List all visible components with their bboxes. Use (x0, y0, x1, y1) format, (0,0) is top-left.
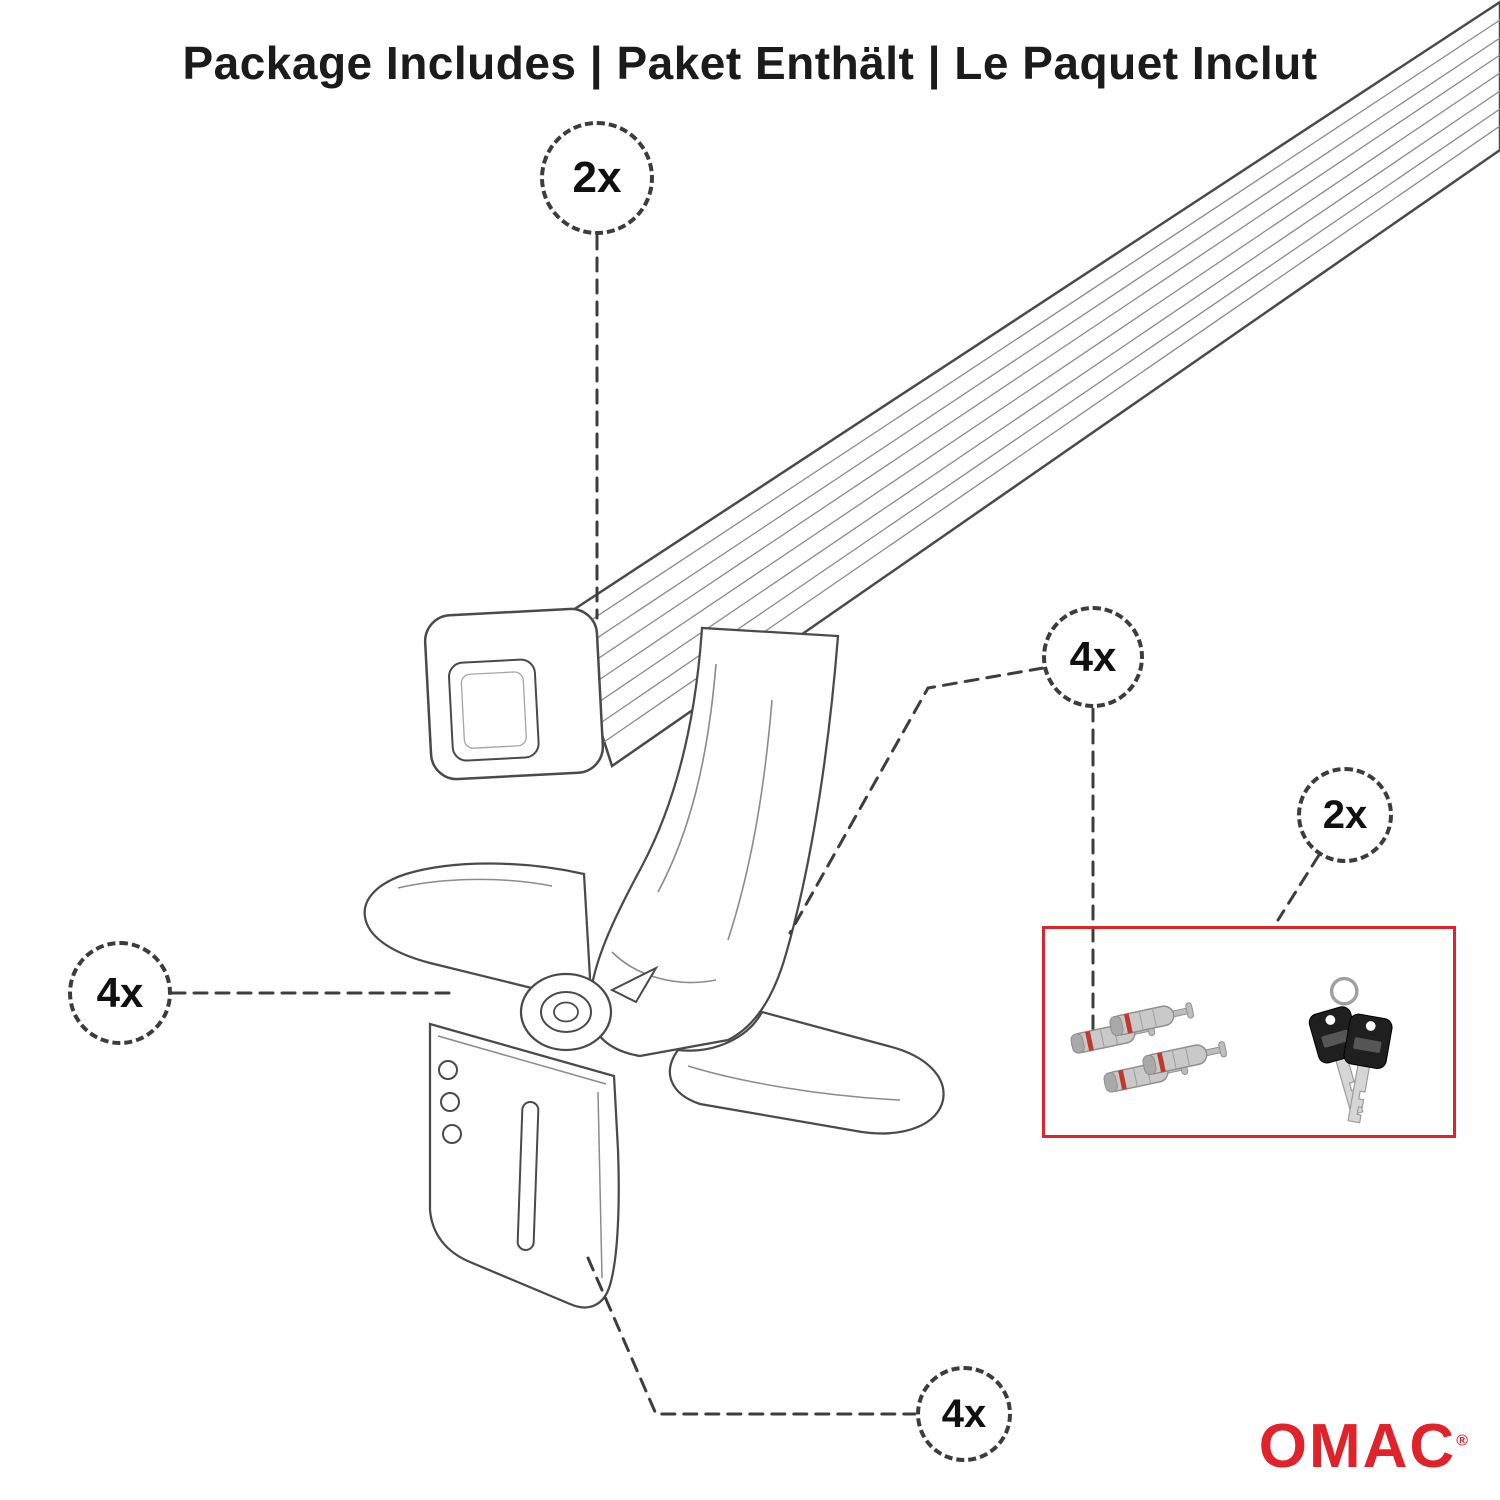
callout-keys-label: 2x (1322, 792, 1368, 837)
registered-mark: ® (1456, 1432, 1470, 1450)
callout-crossbar-label: 2x (572, 153, 622, 202)
callout-crossbar-qty: 2x (540, 121, 654, 235)
callout-foot-label: 4x (96, 969, 144, 1016)
end-cap-drawing (423, 607, 605, 781)
callout-foot-qty: 4x (68, 941, 172, 1045)
page-title: Package Includes | Paket Enthält | Le Pa… (182, 37, 1318, 89)
hardware-images (1070, 976, 1393, 1124)
mounting-foot-drawing (363, 626, 945, 1135)
leader-lines (170, 234, 1321, 1416)
lock-cylinders-image (1070, 1002, 1228, 1093)
callout-lock-cylinders-label: 4x (1069, 633, 1117, 680)
brand-logo: OMAC® (1259, 1416, 1470, 1478)
keys-image (1308, 976, 1393, 1124)
callout-clamp-label: 4x (941, 1391, 987, 1436)
included-hardware-box (1042, 926, 1456, 1138)
brand-name: OMAC (1258, 1412, 1457, 1481)
callout-keys-qty: 2x (1297, 767, 1393, 863)
callout-lock-cylinders-qty: 4x (1042, 606, 1144, 708)
crossbar-drawing (562, 0, 1500, 768)
clamp-bracket-drawing (428, 1022, 620, 1309)
callout-clamp-qty: 4x (916, 1366, 1012, 1462)
adjuster-boss-drawing (519, 965, 659, 1052)
